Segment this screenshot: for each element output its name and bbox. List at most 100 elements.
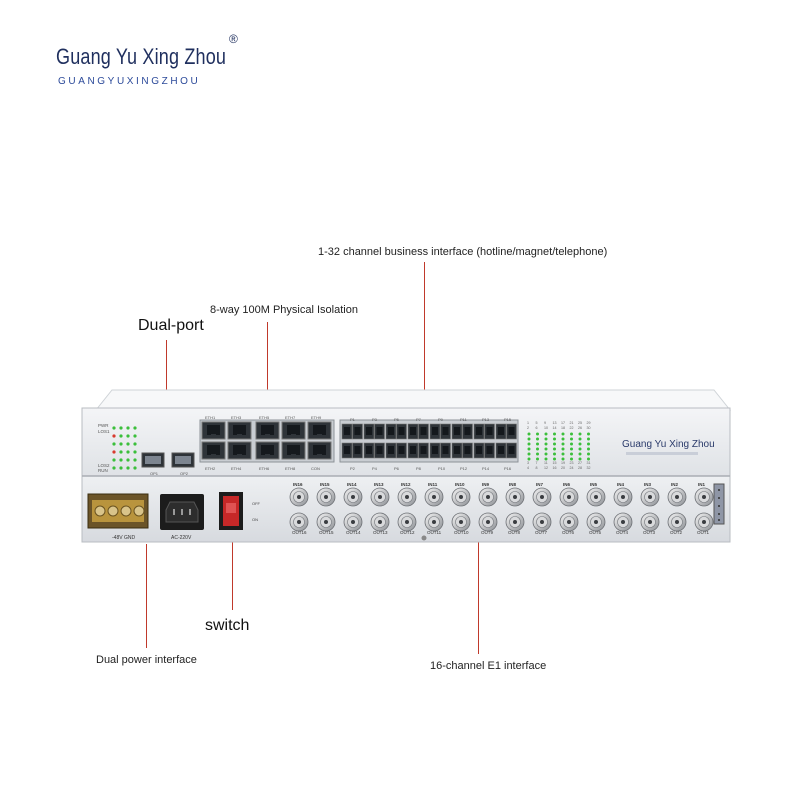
bnc-in-label: IN11 bbox=[428, 482, 438, 487]
channel-led bbox=[527, 457, 531, 461]
channel-led bbox=[553, 447, 556, 451]
channel-led bbox=[578, 432, 582, 436]
bnc-out-label: OUT12 bbox=[400, 530, 415, 535]
dc-power-terminal: -48V GND bbox=[87, 493, 149, 541]
phone-label-bottom: P4 bbox=[372, 466, 378, 471]
power-switch: OFF ON bbox=[219, 492, 261, 530]
registered-mark: ® bbox=[229, 32, 238, 46]
callout-e1-interface: 16-channel E1 interface bbox=[430, 660, 547, 672]
phone-port-socket bbox=[376, 446, 383, 454]
bnc-connector-pin bbox=[675, 520, 679, 524]
phone-port-socket bbox=[420, 427, 427, 435]
channel-led bbox=[527, 442, 531, 446]
led-number-right: 17 bbox=[561, 421, 565, 425]
led-number-right: 26 bbox=[578, 426, 582, 430]
bnc-in-label: IN7 bbox=[536, 482, 544, 487]
phone-port-socket bbox=[344, 427, 350, 435]
channel-led bbox=[570, 457, 573, 461]
ethernet-port-socket bbox=[207, 445, 220, 455]
sfp-label-1: OP1 bbox=[150, 471, 159, 476]
phone-port-socket bbox=[354, 446, 361, 454]
status-led bbox=[133, 466, 137, 470]
channel-led bbox=[561, 452, 565, 456]
bnc-out-label: OUT5 bbox=[589, 530, 601, 535]
ethernet-port-socket bbox=[287, 445, 300, 455]
ethernet-port-socket bbox=[233, 425, 246, 435]
led-number-right: 29 bbox=[587, 421, 591, 425]
channel-led bbox=[578, 442, 582, 446]
phone-port-socket bbox=[410, 427, 416, 435]
phone-port-socket bbox=[454, 446, 460, 454]
led-number-right: 31 bbox=[587, 461, 591, 465]
bnc-connector-pin bbox=[567, 520, 571, 524]
led-number-right: 11 bbox=[544, 461, 548, 465]
led-number-right: 21 bbox=[570, 421, 574, 425]
phone-label-bottom: P16 bbox=[504, 466, 512, 471]
phone-label-top: P13 bbox=[482, 417, 490, 422]
ethernet-label-top: ETH5 bbox=[259, 415, 270, 420]
status-led bbox=[119, 466, 123, 470]
phone-label-top: P1 bbox=[350, 417, 356, 422]
phone-label-bottom: P2 bbox=[350, 466, 356, 471]
led-number-right: 2 bbox=[527, 426, 529, 430]
led-grid-left bbox=[112, 426, 137, 470]
ac-power-label: AC-220V bbox=[171, 535, 192, 541]
bnc-in-label: IN4 bbox=[617, 482, 625, 487]
channel-led bbox=[570, 447, 573, 451]
bnc-in-label: IN1 bbox=[698, 482, 706, 487]
bnc-connector-pin bbox=[486, 495, 490, 499]
channel-led bbox=[578, 457, 582, 461]
status-led bbox=[112, 450, 116, 454]
led-row-los2: LOS2 bbox=[98, 463, 110, 468]
status-led bbox=[112, 466, 116, 470]
channel-led bbox=[536, 457, 539, 461]
phone-port-socket bbox=[366, 427, 372, 435]
ethernet-label-top: ETH7 bbox=[285, 415, 296, 420]
channel-led bbox=[570, 452, 573, 456]
phone-port-socket bbox=[486, 446, 493, 454]
led-number-right: 7 bbox=[536, 461, 538, 465]
led-number-right: 5 bbox=[536, 421, 538, 425]
channel-led bbox=[544, 452, 548, 456]
channel-led bbox=[578, 447, 582, 451]
bnc-connector-pin bbox=[324, 495, 328, 499]
led-number-right: 3 bbox=[527, 461, 529, 465]
status-leds-left: PWR LOS1 LOS2 RUN bbox=[98, 423, 110, 473]
bnc-in-label: IN10 bbox=[455, 482, 465, 487]
bnc-in-label: IN3 bbox=[644, 482, 652, 487]
channel-led bbox=[561, 432, 565, 436]
bnc-connector-pin bbox=[594, 520, 598, 524]
led-number-right: 28 bbox=[578, 466, 582, 470]
bnc-connector-pin bbox=[675, 495, 679, 499]
channel-led bbox=[561, 457, 565, 461]
bnc-out-label: OUT4 bbox=[616, 530, 628, 535]
phone-port-socket bbox=[410, 446, 416, 454]
led-number-right: 24 bbox=[570, 466, 574, 470]
led-number-right: 23 bbox=[570, 461, 574, 465]
channel-led bbox=[536, 432, 539, 436]
phone-label-bottom: P8 bbox=[416, 466, 422, 471]
bnc-connector-pin bbox=[567, 495, 571, 499]
led-number-right: 22 bbox=[570, 426, 574, 430]
bnc-out-label: OUT2 bbox=[670, 530, 682, 535]
panel-brand: Guang Yu Xing Zhou bbox=[622, 439, 715, 450]
status-led bbox=[126, 426, 130, 430]
channel-led bbox=[561, 447, 565, 451]
ethernet-label-bottom: ETH2 bbox=[205, 466, 216, 471]
status-led bbox=[133, 450, 137, 454]
status-led bbox=[126, 434, 130, 438]
switch-on-label: ON bbox=[252, 517, 258, 522]
bnc-in-label: IN12 bbox=[401, 482, 411, 487]
led-number-right: 4 bbox=[527, 466, 529, 470]
ethernet-port-latch bbox=[317, 434, 322, 437]
channel-led bbox=[553, 437, 556, 441]
led-number-right: 16 bbox=[553, 466, 557, 470]
bnc-out-label: OUT1 bbox=[697, 530, 709, 535]
bnc-out-label: OUT8 bbox=[508, 530, 520, 535]
channel-led bbox=[536, 452, 539, 456]
bnc-connector-pin bbox=[432, 495, 436, 499]
leader-dual-power bbox=[146, 544, 147, 648]
status-led bbox=[112, 442, 116, 446]
brand-logo-subline: GUANGYUXINGZHOU bbox=[58, 76, 201, 87]
